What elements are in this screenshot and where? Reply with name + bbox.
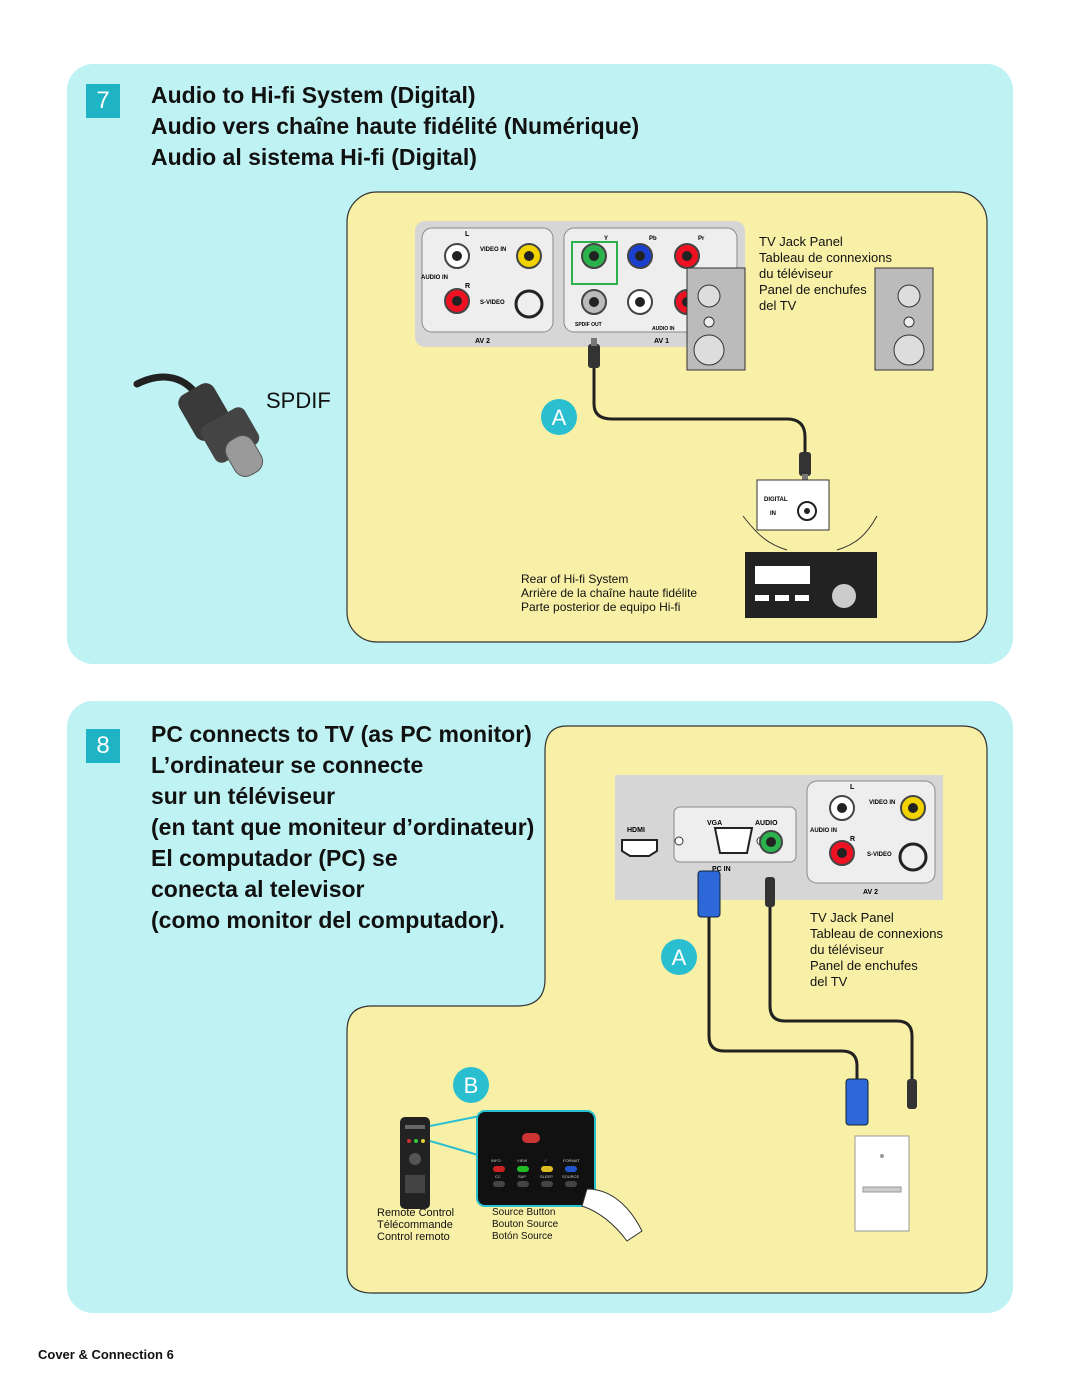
label-l: L [850, 784, 855, 791]
label-pr: Pr [698, 236, 705, 242]
label-y: Y [604, 236, 608, 242]
connection-a-letter-8: A [672, 945, 687, 970]
label-vga: VGA [707, 820, 722, 827]
vga-cable [697, 870, 869, 1126]
caption-line: del TV [759, 298, 797, 313]
caption-line: Tableau de connexions [759, 250, 892, 265]
caption-line: Remote Control [377, 1207, 455, 1219]
label-r-av2: R [465, 283, 470, 290]
title-en: Audio to Hi-fi System (Digital) [151, 82, 476, 108]
caption-line: Télécommande [377, 1219, 453, 1231]
label-audio: AUDIO [755, 820, 778, 827]
remote-btn-cc: CC [495, 1174, 501, 1179]
connection-b-badge [453, 1067, 489, 1103]
connection-a-badge [541, 399, 577, 435]
label-pc-in: PC IN [712, 866, 731, 873]
step-8-badge: 8 [86, 729, 120, 763]
title-line: sur un téléviseur [151, 783, 336, 809]
label-l-av2: L [465, 231, 470, 238]
tv-jack-panel-caption: TV Jack Panel Tableau de connexions du t… [759, 234, 892, 314]
title-line: (en tant que moniteur d’ordinateur) [151, 814, 535, 840]
caption-line: du téléviseur [759, 266, 833, 281]
caption-line: Panel de enchufes [810, 958, 918, 973]
section-7-title: Audio to Hi-fi System (Digital) Audio ve… [151, 80, 639, 173]
tv-jack-panel-caption-8: TV Jack Panel Tableau de connexions du t… [810, 910, 943, 990]
remote-control-illustration [400, 1114, 486, 1209]
label-pb: Pb [649, 236, 657, 242]
title-line: PC connects to TV (as PC monitor) [151, 721, 532, 747]
step-7-badge: 7 [86, 84, 120, 118]
title-es: Audio al sistema Hi-fi (Digital) [151, 144, 477, 170]
connection-a-letter: A [552, 405, 567, 430]
tv-jack-panel: L R VIDEO IN AUDIO IN S-VIDEO AV 2 AV 1 … [415, 221, 745, 347]
label-av1: AV 1 [654, 338, 669, 345]
connection-b-letter: B [464, 1073, 479, 1098]
caption-line: TV Jack Panel [759, 234, 843, 249]
label-hdmi: HDMI [627, 827, 645, 834]
label-av2: AV 2 [475, 338, 490, 345]
title-line: El computador (PC) se [151, 845, 398, 871]
spdif-label: SPDIF [266, 388, 331, 413]
label-s-video: S-VIDEO [867, 852, 892, 858]
label-spdif-out: SPDIF OUT [575, 322, 602, 328]
caption-line: Rear of Hi-fi System [521, 572, 629, 586]
caption-line: Bouton Source [492, 1219, 559, 1230]
remote-btn-check: ✓ [544, 1158, 547, 1163]
label-digital: DIGITAL [764, 497, 788, 503]
connection-a-badge-8 [661, 939, 697, 975]
audio-cable [765, 877, 917, 1109]
caption-line: Control remoto [377, 1231, 450, 1243]
source-button-zoom: INFO VIEW ✓ FORMAT CC SAP SLEEP SOURCE [476, 1110, 643, 1242]
caption-line: Tableau de connexions [810, 926, 943, 941]
label-video-in: VIDEO IN [480, 247, 506, 253]
caption-line: Source Button [492, 1207, 556, 1218]
caption-line: Panel de enchufes [759, 282, 867, 297]
pc-tower-illustration [854, 1135, 910, 1232]
caption-line: Botón Source [492, 1231, 553, 1242]
caption-line: Parte posterior de equipo Hi-fi [521, 600, 681, 614]
label-audio-in: AUDIO IN [421, 275, 448, 281]
caption-line: Arrière de la chaîne haute fidélite [521, 586, 698, 600]
page-footer: Cover & Connection 6 [38, 1347, 174, 1362]
remote-btn-sleep: SLEEP [540, 1174, 553, 1179]
hifi-rear-caption: Rear of Hi-fi System Arrière de la chaîn… [521, 572, 697, 614]
remote-btn-info: INFO [491, 1158, 501, 1163]
hifi-system-illustration: DIGITAL IN [686, 267, 934, 618]
caption-line: du téléviseur [810, 942, 884, 957]
remote-btn-source: SOURCE [562, 1174, 579, 1179]
remote-control-caption: Remote Control Télécommande Control remo… [377, 1207, 454, 1243]
spdif-cable [588, 338, 811, 482]
label-s-video: S-VIDEO [480, 300, 505, 306]
section-7-diagram: L R VIDEO IN AUDIO IN S-VIDEO AV 2 AV 1 … [133, 191, 988, 643]
label-video-in: VIDEO IN [869, 800, 895, 806]
label-r: R [850, 836, 855, 843]
label-digital-in: IN [770, 511, 776, 517]
source-button-caption: Source Button Bouton Source Botón Source [492, 1207, 558, 1243]
caption-line: del TV [810, 974, 848, 989]
tv-pc-jack-panel: HDMI VGA AUDIO PC IN L R VIDEO IN AUDIO … [615, 775, 943, 900]
section-8-diagram: HDMI VGA AUDIO PC IN L R VIDEO IN AUDIO … [346, 725, 988, 1294]
remote-btn-sap: SAP [518, 1174, 526, 1179]
title-line: (como monitor del computador). [151, 907, 505, 933]
label-audio-in-av1: AUDIO IN [652, 326, 675, 332]
title-line: L’ordinateur se connecte [151, 752, 424, 778]
remote-btn-view: VIEW [517, 1158, 527, 1163]
section-8-title: PC connects to TV (as PC monitor) L’ordi… [151, 719, 534, 936]
label-audio-in: AUDIO IN [810, 828, 837, 834]
caption-line: TV Jack Panel [810, 910, 894, 925]
title-fr: Audio vers chaîne haute fidélité (Numéri… [151, 113, 640, 139]
label-av2: AV 2 [863, 889, 878, 896]
title-line: conecta al televisor [151, 876, 365, 902]
remote-btn-format: FORMAT [563, 1158, 580, 1163]
spdif-plug-illustration [133, 373, 264, 477]
